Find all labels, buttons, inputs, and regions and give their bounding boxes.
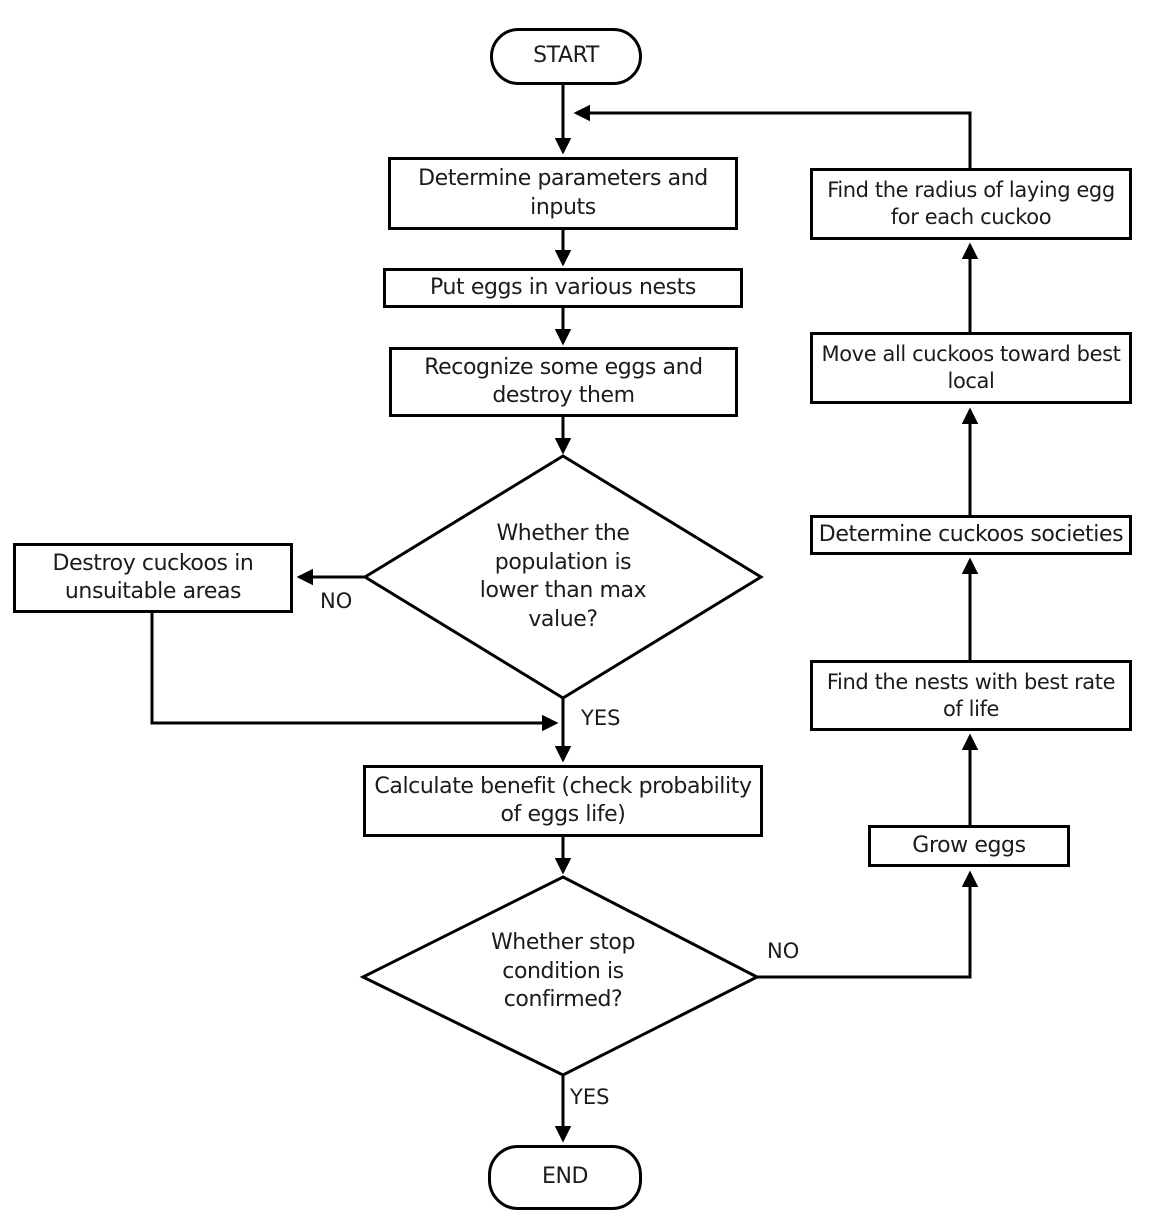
node-calculate-benefit-label: Calculate benefit (check probability of …	[374, 773, 752, 827]
edge-destroy-cuckoos-to-calculate-benefit	[150, 613, 559, 732]
node-find-radius-label: Find the radius of laying egg for each c…	[827, 178, 1115, 229]
node-end-label: END	[541, 1164, 589, 1190]
node-start-label: START	[533, 43, 599, 69]
node-determine-params: Determine parameters and inputs	[388, 157, 738, 230]
node-find-radius: Find the radius of laying egg for each c…	[810, 168, 1132, 240]
node-move-cuckoos: Move all cuckoos toward best local	[810, 332, 1132, 404]
node-population-check: Whether the population is lower than max…	[479, 520, 647, 632]
node-recognize-eggs-label: Recognize some eggs and destroy them	[424, 354, 703, 408]
edge-stop-no-to-grow-eggs	[757, 870, 979, 979]
node-destroy-cuckoos-label: Destroy cuckoos in unsuitable areas	[52, 550, 254, 604]
node-determine-societies-label: Determine cuckoos societies	[818, 521, 1124, 547]
node-stop-check: Whether stop condition is confirmed?	[490, 930, 636, 1013]
node-find-nests: Find the nests with best rate of life	[810, 660, 1132, 731]
edge-label-population-yes: YES	[581, 706, 621, 730]
node-put-eggs: Put eggs in various nests	[383, 268, 743, 308]
decision-population-check-shape	[362, 454, 764, 700]
node-determine-params-label: Determine parameters and inputs	[418, 166, 708, 220]
node-calculate-benefit: Calculate benefit (check probability of …	[363, 765, 763, 837]
node-move-cuckoos-label: Move all cuckoos toward best local	[821, 342, 1121, 393]
edge-label-population-no: NO	[320, 589, 353, 613]
node-recognize-eggs: Recognize some eggs and destroy them	[389, 347, 738, 417]
edge-label-stop-no: NO	[767, 939, 800, 963]
node-find-nests-label: Find the nests with best rate of life	[826, 669, 1116, 721]
edge-label-stop-yes: YES	[570, 1085, 610, 1109]
node-put-eggs-label: Put eggs in various nests	[430, 274, 696, 300]
decision-stop-check-shape	[359, 875, 761, 1077]
node-destroy-cuckoos: Destroy cuckoos in unsuitable areas	[13, 543, 293, 613]
edge-find-radius-to-main-loop	[573, 104, 972, 168]
node-grow-eggs-label: Grow eggs	[912, 832, 1026, 858]
node-end: END	[488, 1145, 642, 1210]
node-start: START	[490, 28, 642, 85]
node-determine-societies: Determine cuckoos societies	[810, 515, 1132, 555]
node-grow-eggs: Grow eggs	[868, 825, 1070, 867]
